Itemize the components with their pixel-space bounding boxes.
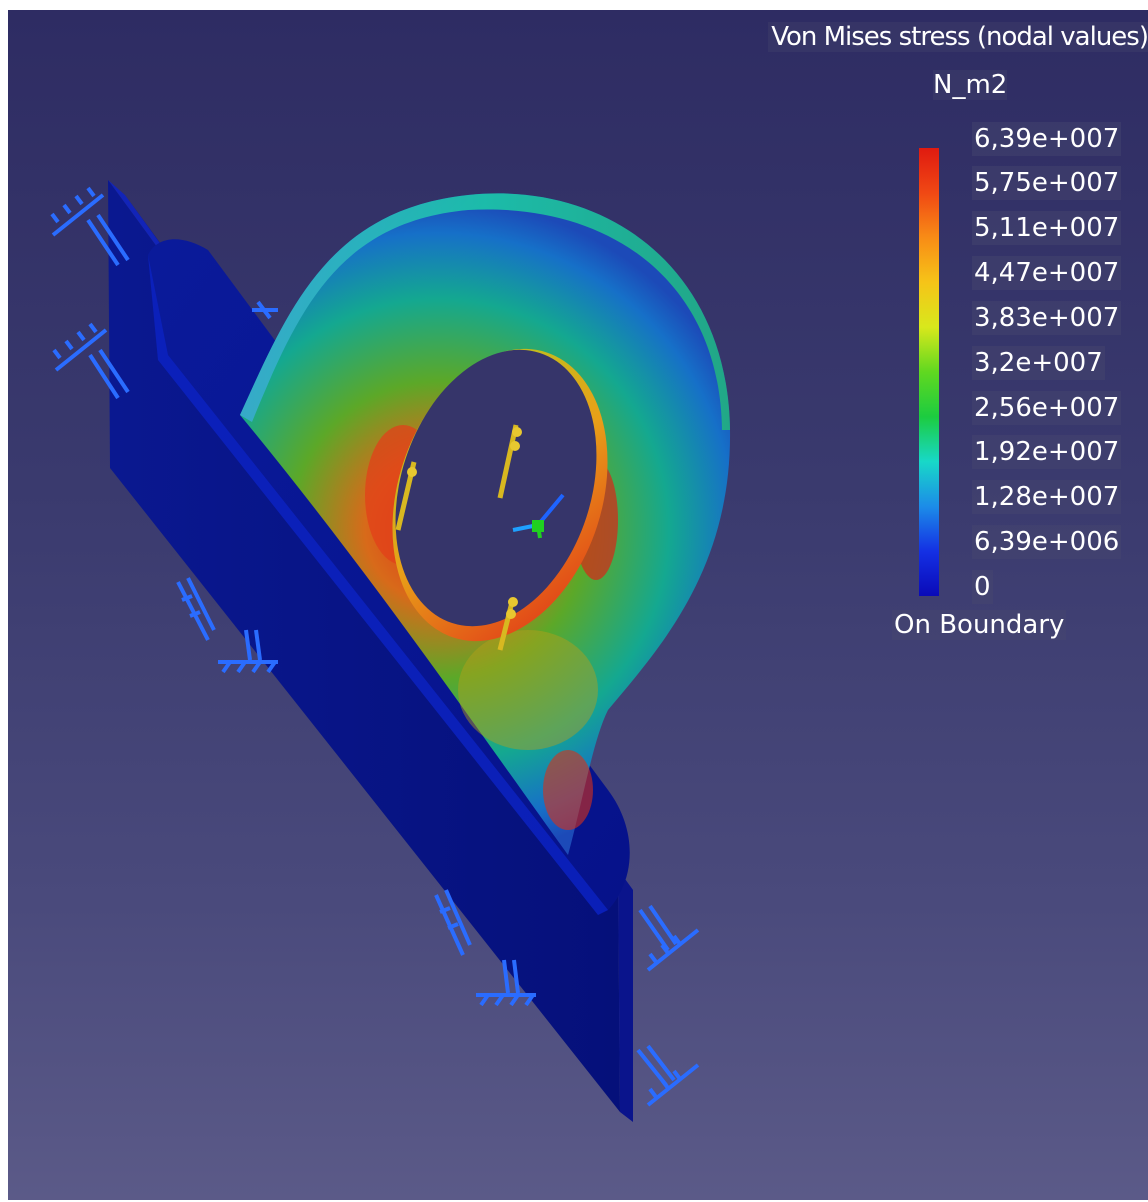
load-arrow-bottom[interactable] [497,597,516,651]
clamp-restraint-icon[interactable] [50,186,130,267]
axis-triad-icon [512,493,565,539]
restraint-symbols[interactable] [50,186,700,1107]
legend-label: 5,11e+007 [972,211,1122,245]
load-arrow-bottom-head-2 [506,609,516,619]
load-arrow-top-head-2 [510,441,520,451]
load-arrow-bottom-head [508,597,518,607]
stress-zone-lower [458,630,598,750]
load-arrows[interactable] [395,424,522,651]
legend-label-min: 0 [972,570,993,604]
legend-label: 6,39e+006 [972,525,1122,559]
legend-label: 5,75e+007 [972,166,1122,200]
clamp-restraint-icon[interactable] [52,322,130,400]
clamp-restraint-icon[interactable] [434,889,472,956]
load-arrow-left-head [407,467,417,477]
legend-label: 1,92e+007 [972,435,1122,469]
fea-model-view[interactable] [8,10,1148,1200]
legend-label: 1,28e+007 [972,480,1122,514]
stress-legend[interactable]: Von Mises stress (nodal values) N_m2 6,3… [768,22,1148,662]
load-arrow-top[interactable] [497,424,519,499]
legend-footer: On Boundary [892,610,1067,640]
legend-label-max: 6,39e+007 [972,122,1122,156]
legend-color-bar [919,148,939,596]
clamp-restraint-icon[interactable] [252,300,278,320]
stress-hotspot-bottom [543,750,593,830]
legend-label: 2,56e+007 [972,391,1122,425]
load-arrow-top-head [512,427,522,437]
clamp-restraint-icon[interactable] [176,577,216,641]
legend-title: Von Mises stress (nodal values) [768,22,1148,52]
legend-label: 3,2e+007 [972,346,1105,380]
legend-label: 4,47e+007 [972,256,1122,290]
clamp-restraint-icon[interactable] [636,1044,700,1107]
pin-hole[interactable] [362,324,630,653]
clamp-restraint-icon[interactable] [476,959,536,1007]
clamp-restraint-icon[interactable] [218,629,278,674]
legend-label: 3,83e+007 [972,301,1122,335]
3d-viewport[interactable]: Von Mises stress (nodal values) N_m2 6,3… [8,10,1148,1200]
clamp-restraint-icon[interactable] [638,904,700,972]
legend-unit: N_m2 [933,70,1008,100]
